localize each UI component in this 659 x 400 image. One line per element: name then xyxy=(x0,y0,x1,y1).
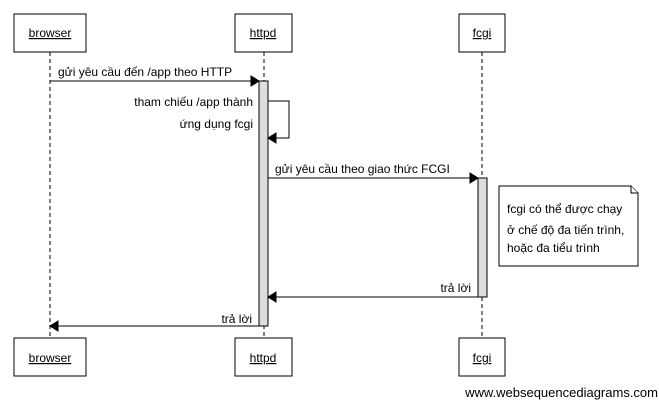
message-http-reply-label: trả lời xyxy=(221,312,252,326)
participant-httpd-top: httpd xyxy=(234,13,293,53)
message-fcgi-request: gửi yêu cầu theo giao thức FCGI xyxy=(268,162,479,184)
watermark-text: www.websequencediagrams.com xyxy=(464,385,658,400)
participant-browser-top: browser xyxy=(13,13,87,53)
participant-fcgi-bottom: fcgi xyxy=(458,337,506,377)
message-request-app-label: gửi yêu cầu đến /app theo HTTP xyxy=(58,65,232,79)
note-line-1: fcgi có thể được chạy xyxy=(507,202,622,216)
arrow-head-icon xyxy=(469,172,479,184)
message-self-reference: tham chiếu /app thành ứng dụng fcgi xyxy=(134,95,290,144)
participant-browser-label-bottom: browser xyxy=(29,351,72,365)
note-line-3: hoặc đa tiểu trình xyxy=(507,241,600,255)
participant-httpd-label: httpd xyxy=(250,26,277,40)
message-request-app: gửi yêu cầu đến /app theo HTTP xyxy=(50,65,260,87)
participant-fcgi-label: fcgi xyxy=(473,26,492,40)
arrow-head-icon xyxy=(267,291,277,303)
message-self-reference-line1: tham chiếu /app thành xyxy=(134,95,253,109)
activation-fcgi xyxy=(477,177,488,298)
arrow-head-icon xyxy=(250,75,260,87)
participant-fcgi-label-bottom: fcgi xyxy=(473,351,492,365)
participant-browser-label: browser xyxy=(29,26,72,40)
activation-httpd xyxy=(258,80,269,327)
participant-httpd-bottom: httpd xyxy=(234,337,293,377)
message-fcgi-reply: trả lời xyxy=(267,281,478,303)
arrow-head-icon xyxy=(49,320,59,332)
message-fcgi-request-label: gửi yêu cầu theo giao thức FCGI xyxy=(275,162,450,176)
note-fcgi: fcgi có thể được chạy ở chế độ đa tiến t… xyxy=(498,185,639,267)
message-fcgi-reply-label: trả lời xyxy=(440,281,471,295)
arrow-head-icon xyxy=(267,132,277,144)
message-http-reply: trả lời xyxy=(49,312,259,332)
participant-browser-bottom: browser xyxy=(13,337,87,377)
message-self-reference-line2: ứng dụng fcgi xyxy=(180,117,253,131)
participant-fcgi-top: fcgi xyxy=(458,13,506,53)
note-line-2: ở chế độ đa tiến trình, xyxy=(507,223,624,237)
participant-httpd-label-bottom: httpd xyxy=(250,351,277,365)
